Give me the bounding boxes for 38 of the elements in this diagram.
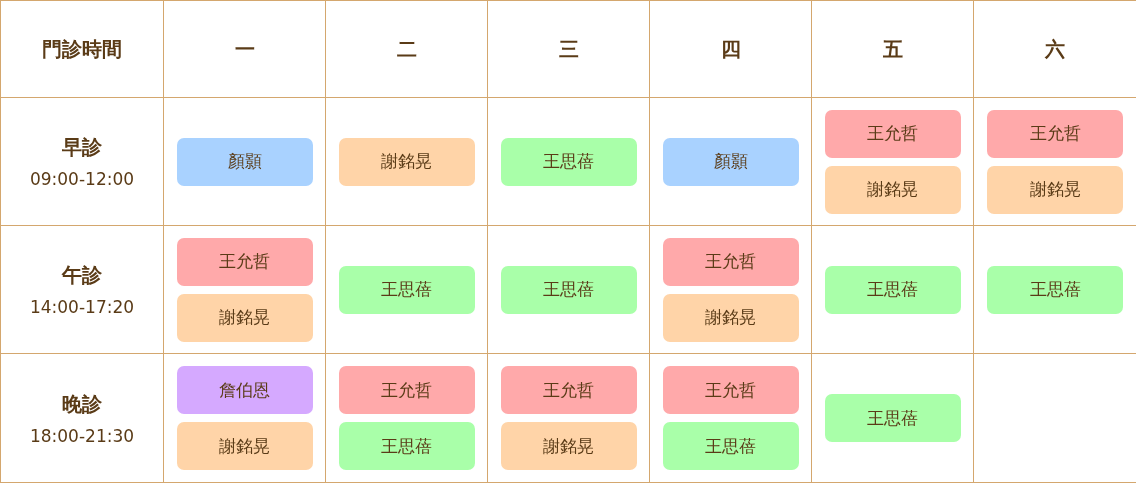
table-corner-header: 門診時間: [42, 35, 122, 63]
row-header: 早診: [62, 134, 102, 161]
doctor-tag: 王允哲: [338, 366, 475, 414]
doctor-tag: 王思蓓: [338, 422, 475, 470]
time-range: 09:00-12:00: [29, 169, 135, 189]
doctor-tag: 王思蓓: [338, 265, 475, 314]
doctor-tag: 王允哲: [176, 237, 313, 286]
doctor-tag: 王思蓓: [987, 265, 1123, 314]
column-header: 四: [720, 35, 741, 63]
doctor-tag: 王思蓓: [662, 422, 799, 470]
column-header: 二: [396, 35, 417, 63]
doctor-tag: 謝銘晃: [987, 165, 1123, 214]
doctor-tag: 王思蓓: [824, 394, 961, 442]
doctor-tag: 王思蓓: [500, 265, 637, 314]
doctor-tag: 王允哲: [662, 366, 799, 414]
doctor-tag: 謝銘晃: [176, 422, 313, 470]
doctor-tag: 顏顥: [176, 137, 313, 186]
doctor-tag: 謝銘晃: [662, 293, 799, 342]
row-header: 晚診: [62, 390, 102, 418]
time-range: 14:00-17:20: [29, 297, 135, 317]
doctor-tag: 謝銘晃: [500, 422, 637, 470]
doctor-tag: 詹伯恩: [176, 366, 313, 414]
doctor-tag: 王思蓓: [824, 265, 961, 314]
doctor-tag: 謝銘晃: [338, 137, 475, 186]
doctor-tag: 謝銘晃: [824, 165, 961, 214]
column-header: 五: [882, 35, 903, 63]
time-range: 18:00-21:30: [29, 425, 135, 446]
column-header: 一: [234, 35, 255, 63]
doctor-tag: 王允哲: [500, 366, 637, 414]
row-header: 午診: [62, 262, 102, 289]
doctor-tag: 王允哲: [987, 109, 1123, 158]
doctor-tag: 王允哲: [662, 237, 799, 286]
doctor-tag: 顏顥: [662, 137, 799, 186]
column-header: 三: [558, 35, 579, 63]
doctor-tag: 王允哲: [824, 109, 961, 158]
column-header: 六: [1045, 35, 1065, 63]
doctor-tag: 王思蓓: [500, 137, 637, 186]
doctor-tag: 謝銘晃: [176, 293, 313, 342]
